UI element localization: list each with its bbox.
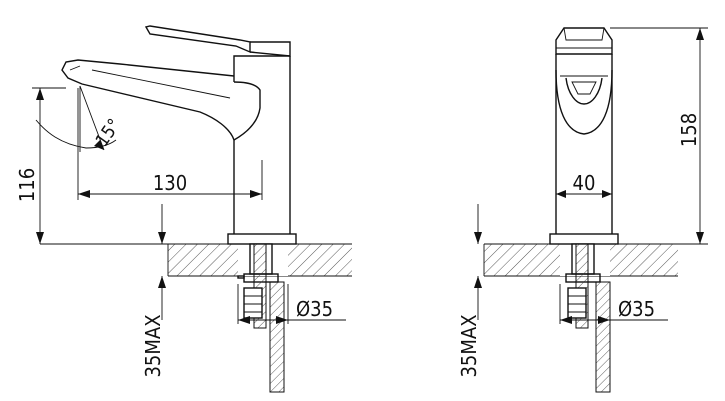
dim-35max-front: 35MAX xyxy=(457,204,482,378)
dim-130: 130 xyxy=(77,88,263,200)
dim-40: 40 xyxy=(556,171,612,198)
side-view: 116 130 15° 35MAX xyxy=(15,25,352,393)
front-view: 158 40 35MAX Ø35 xyxy=(457,27,708,393)
dim-158-label: 158 xyxy=(677,113,701,147)
dim-35max-side: 35MAX xyxy=(141,204,166,378)
dim-angle-15: 15° xyxy=(35,85,125,152)
dim-40-label: 40 xyxy=(573,171,596,195)
dim-116-label: 116 xyxy=(15,168,39,202)
dim-158: 158 xyxy=(610,27,708,245)
dim-116: 116 xyxy=(15,87,66,244)
dim-hole-side: Ø35 xyxy=(237,284,346,324)
dim-130-label: 130 xyxy=(153,171,187,195)
side-countertop xyxy=(40,243,352,277)
side-faucet-body xyxy=(61,25,297,245)
dim-hole-label: Ø35 xyxy=(296,297,333,321)
dim-35max-front-label: 35MAX xyxy=(457,314,481,377)
front-faucet-body xyxy=(549,27,619,245)
dim-35max-label: 35MAX xyxy=(141,314,165,377)
front-mounting-hardware xyxy=(565,243,611,393)
dim-hole-front: Ø35 xyxy=(559,284,668,324)
side-mounting-hardware xyxy=(237,243,285,393)
dim-hole-front-label: Ø35 xyxy=(618,297,655,321)
